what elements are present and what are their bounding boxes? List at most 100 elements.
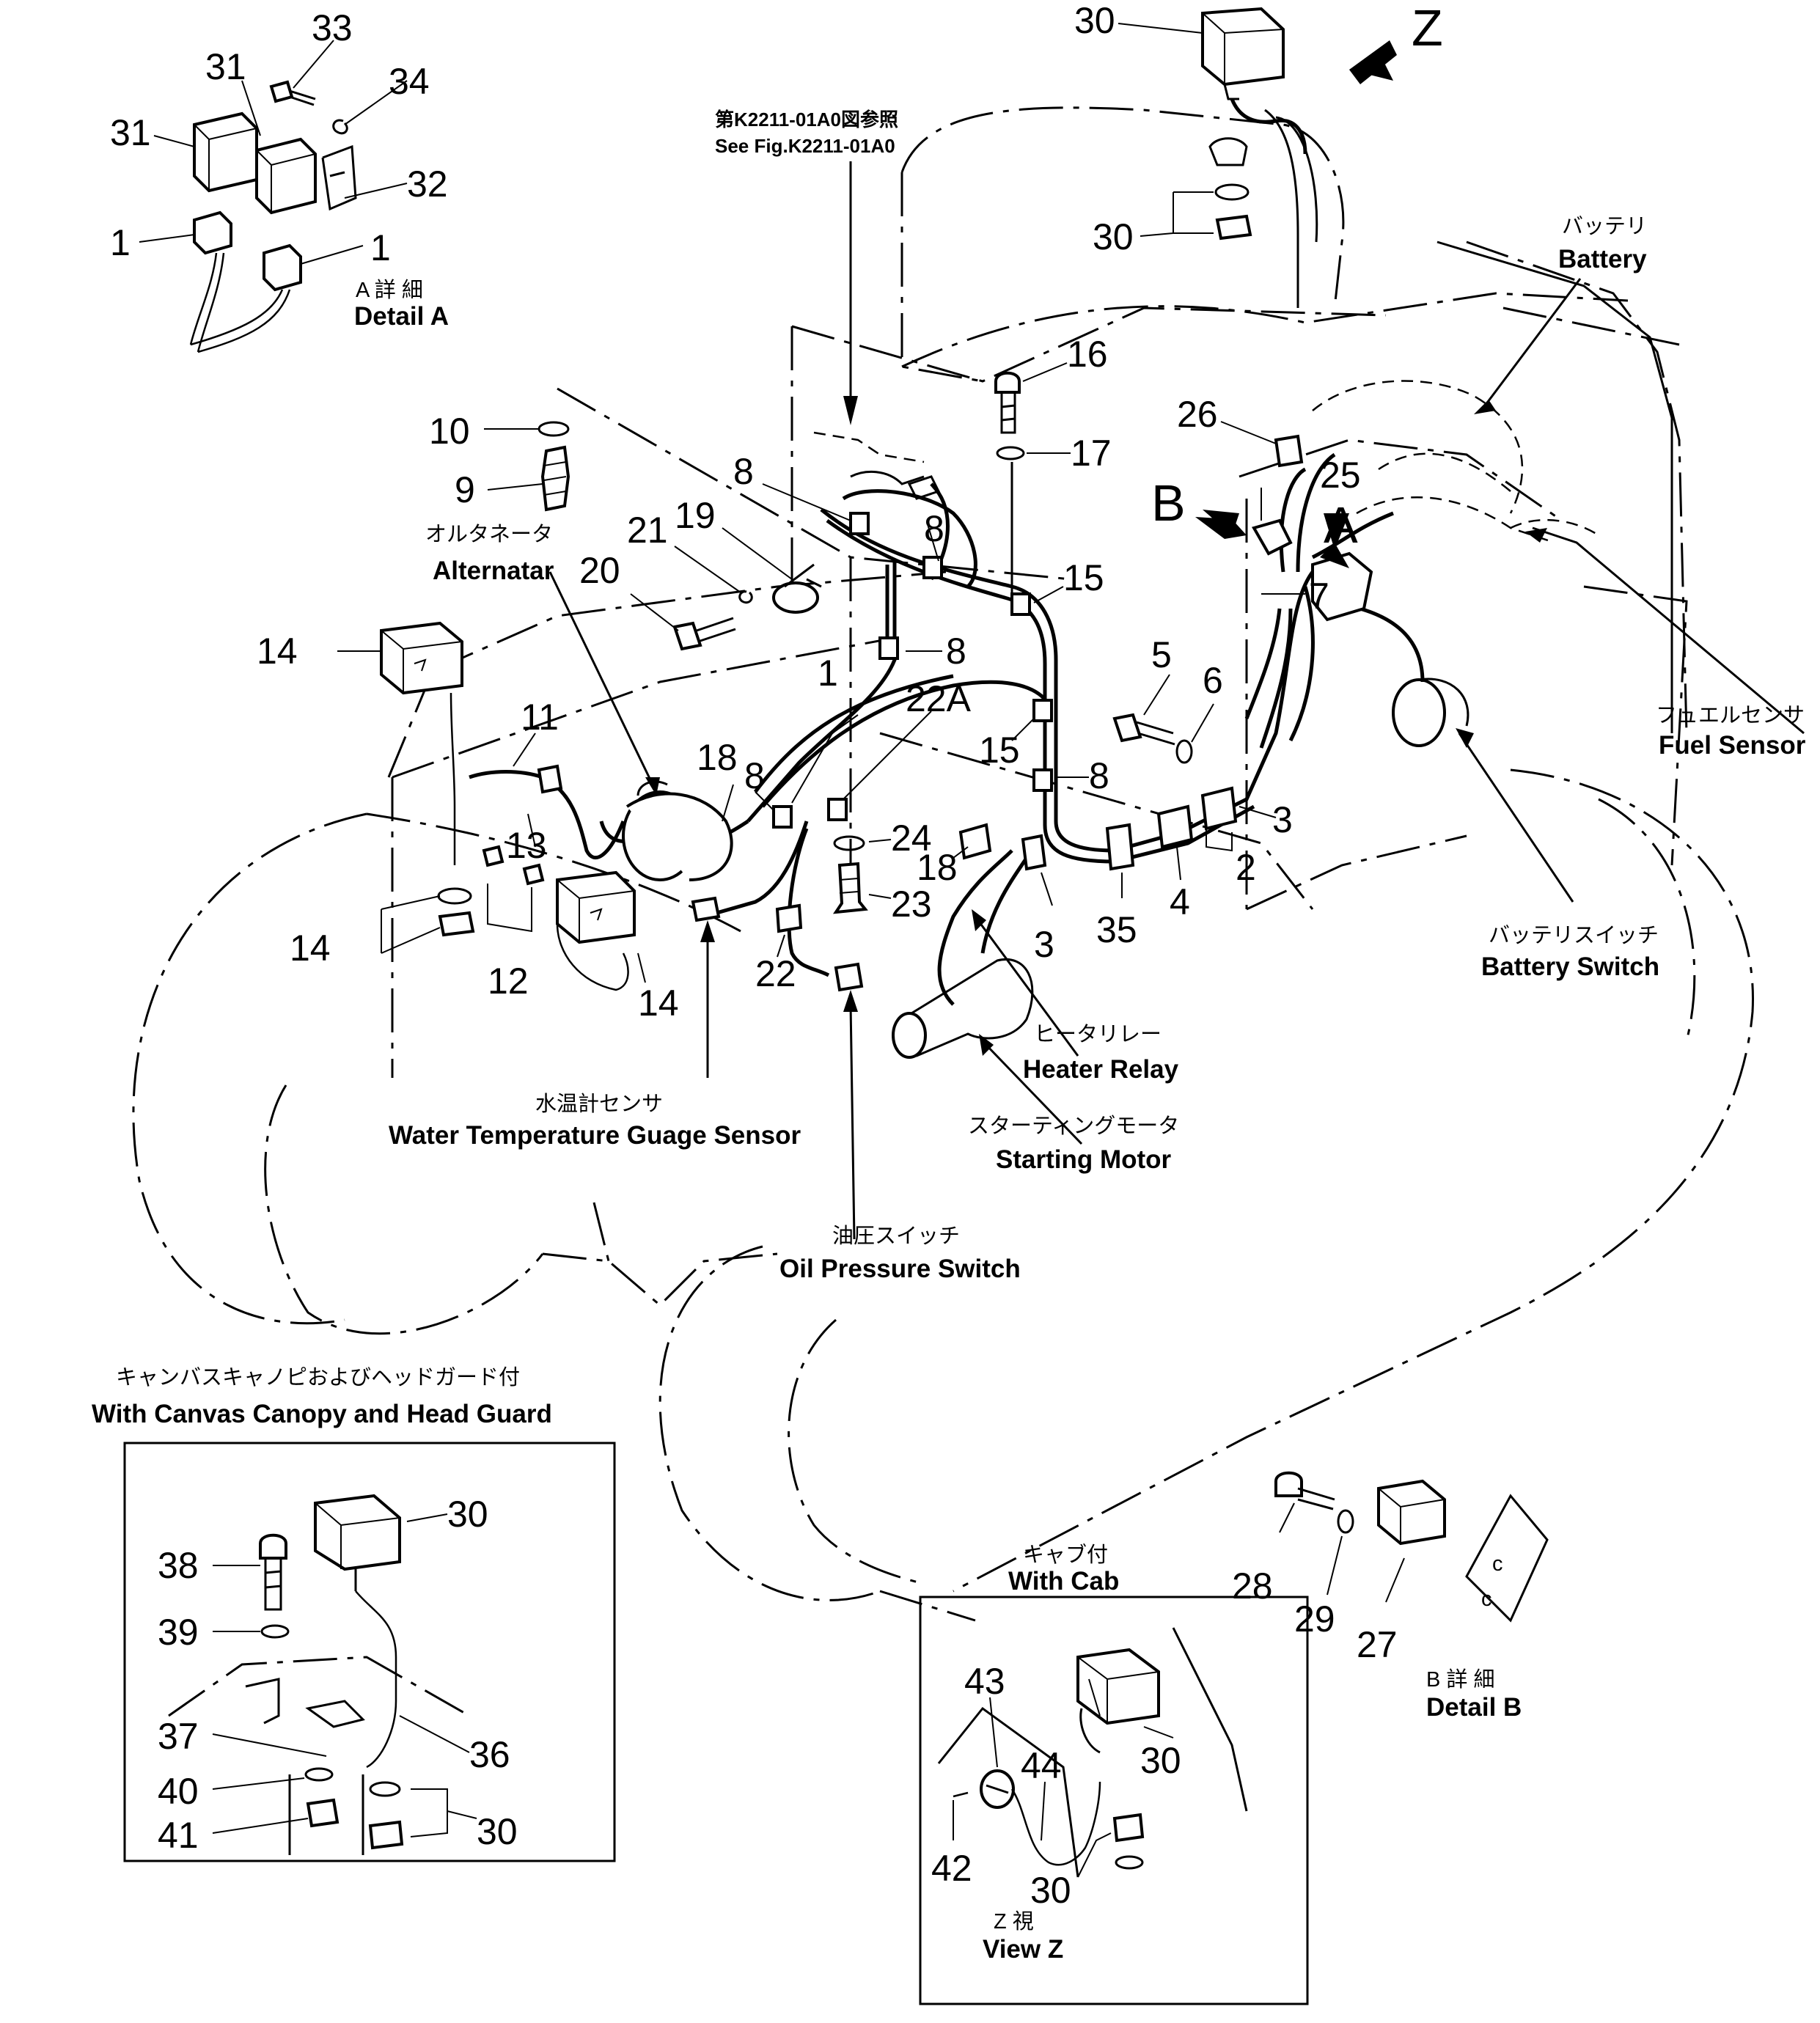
callout-30-nut: 30 xyxy=(1093,216,1134,257)
callout-30-cab-nut: 30 xyxy=(1030,1870,1071,1911)
view-z-label: View Z xyxy=(983,1935,1063,1964)
nut-30-cab xyxy=(1112,1813,1145,1843)
battery-label: Battery xyxy=(1558,245,1647,273)
left-lamps-group: 14 14 14 11 13 12 xyxy=(257,621,679,1024)
callout-9: 9 xyxy=(455,469,475,510)
starting-motor-jp: スターティングモータ xyxy=(968,1114,1179,1138)
water-temp-jp: 水温計センサ xyxy=(535,1092,663,1116)
starting-motor xyxy=(892,1012,927,1059)
washer-30-cab xyxy=(1115,1855,1144,1870)
canopy-inset: キャンバスキャノピおよびヘッドガード付 With Canvas Canopy a… xyxy=(92,1365,616,1862)
marker-a: A xyxy=(1324,496,1358,554)
callout-13: 13 xyxy=(506,825,547,866)
callout-20: 20 xyxy=(579,550,620,591)
callout-38: 38 xyxy=(158,1545,199,1586)
washer-10 xyxy=(537,421,570,437)
callout-21: 21 xyxy=(627,510,668,551)
canopy-label: With Canvas Canopy and Head Guard xyxy=(92,1400,552,1428)
battery-group: バッテリ Battery xyxy=(1312,215,1647,544)
callout-26: 26 xyxy=(1177,394,1218,435)
battery-switch-jp: バッテリスイッチ xyxy=(1489,924,1659,947)
battery-switch-label: Battery Switch xyxy=(1481,952,1659,981)
starting-motor-label: Starting Motor xyxy=(996,1145,1172,1174)
main-harness xyxy=(599,434,1425,1006)
callout-8b: 8 xyxy=(924,508,944,549)
relay-31b xyxy=(255,137,317,215)
callout-41: 41 xyxy=(158,1815,199,1856)
oil-pressure-label: Oil Pressure Switch xyxy=(779,1255,1021,1283)
work-lamp-14b xyxy=(556,870,636,944)
oil-pressure-jp: 油圧スイッチ xyxy=(832,1224,960,1248)
clamp-13a xyxy=(482,845,504,867)
cab-label: With Cab xyxy=(1008,1567,1119,1596)
callout-3a: 3 xyxy=(1272,799,1293,840)
ref-en: See Fig.K2211-01A0 xyxy=(715,135,895,157)
callout-19: 19 xyxy=(675,495,716,536)
harness-callouts: 8 8 8 8 8 15 15 1 22A 18 7 26 25 A B 3 xyxy=(697,394,1361,965)
ref-jp: 第K2211-01A0図参照 xyxy=(715,109,898,131)
callout-18a: 18 xyxy=(697,737,738,778)
fuel-sensor-label: Fuel Sensor xyxy=(1659,731,1806,760)
relay-31a xyxy=(193,111,258,193)
bracket-mark-a: c xyxy=(1492,1552,1503,1576)
callout-22A: 22A xyxy=(906,678,972,719)
clamp-8a xyxy=(849,512,870,535)
nut-14 xyxy=(438,911,475,937)
callout-7: 7 xyxy=(1309,576,1329,617)
detail-b-jp: B 詳 細 xyxy=(1426,1667,1494,1692)
work-lamp-30-cab xyxy=(1076,1648,1160,1725)
callout-14c: 14 xyxy=(290,928,331,969)
callout-29: 29 xyxy=(1294,1598,1335,1640)
callout-30-cab: 30 xyxy=(1140,1740,1181,1781)
callout-25: 25 xyxy=(1320,455,1361,496)
clamp-13b xyxy=(522,863,545,886)
callout-15b: 15 xyxy=(979,730,1020,771)
callout-40: 40 xyxy=(158,1771,199,1812)
callout-34: 34 xyxy=(389,61,430,102)
battery-switch-group: バッテリスイッチ Battery Switch xyxy=(1392,678,1659,981)
callout-1a: 1 xyxy=(110,222,131,263)
clamp-22 xyxy=(775,903,803,933)
callout-1b: 1 xyxy=(370,227,391,268)
callout-4: 4 xyxy=(1170,881,1190,922)
callout-37: 37 xyxy=(158,1716,199,1757)
callout-36: 36 xyxy=(469,1734,510,1775)
figure-reference: 第K2211-01A0図参照 See Fig.K2211-01A0 xyxy=(715,109,898,425)
bolt-23 xyxy=(832,862,868,914)
water-temp-label: Water Temperature Guage Sensor xyxy=(389,1121,801,1150)
callout-15a: 15 xyxy=(1063,557,1104,598)
washer-17 xyxy=(996,446,1025,460)
starting-motor-group: ヒータリレー Heater Relay スターティングモータ Starting … xyxy=(892,909,1179,1174)
washer-30 xyxy=(1214,183,1250,201)
cab-jp: キャブ付 xyxy=(1023,1543,1108,1567)
oil-pressure-switch xyxy=(834,962,864,992)
clamp-11 xyxy=(537,764,563,794)
washer-24 xyxy=(833,835,865,851)
callout-14b: 14 xyxy=(638,983,679,1024)
callout-30-canopy: 30 xyxy=(447,1494,488,1535)
connector-1b xyxy=(263,243,302,292)
fuel-sensor-jp: フュエルセンサ xyxy=(1656,704,1805,727)
callout-30-top: 30 xyxy=(1074,0,1115,41)
callout-31b: 31 xyxy=(205,46,246,87)
callout-10: 10 xyxy=(429,411,470,452)
alternator-label: Alternatar xyxy=(433,557,554,585)
battery-jp: バッテリ xyxy=(1562,215,1647,238)
callout-44: 44 xyxy=(1021,1745,1062,1786)
callout-42: 42 xyxy=(931,1848,972,1889)
view-z-marker: Z xyxy=(1412,0,1443,56)
washer-29 xyxy=(1337,1509,1354,1534)
work-lamp-14a xyxy=(380,621,463,695)
washer-6 xyxy=(1175,739,1193,764)
bolt-38 xyxy=(259,1533,287,1560)
washer-40 xyxy=(304,1767,334,1782)
detail-a-group: 31 31 33 34 32 1 1 A 詳 細 Detail A xyxy=(110,7,449,353)
top-lamp-group: 30 30 Z xyxy=(1074,0,1443,257)
nut-30 xyxy=(1215,214,1252,241)
callout-39: 39 xyxy=(158,1612,199,1653)
connector-4 xyxy=(1156,804,1194,849)
callout-22: 22 xyxy=(755,953,796,994)
callout-28: 28 xyxy=(1232,1565,1273,1607)
heater-relay-label: Heater Relay xyxy=(1023,1055,1179,1084)
callout-33: 33 xyxy=(312,7,353,48)
